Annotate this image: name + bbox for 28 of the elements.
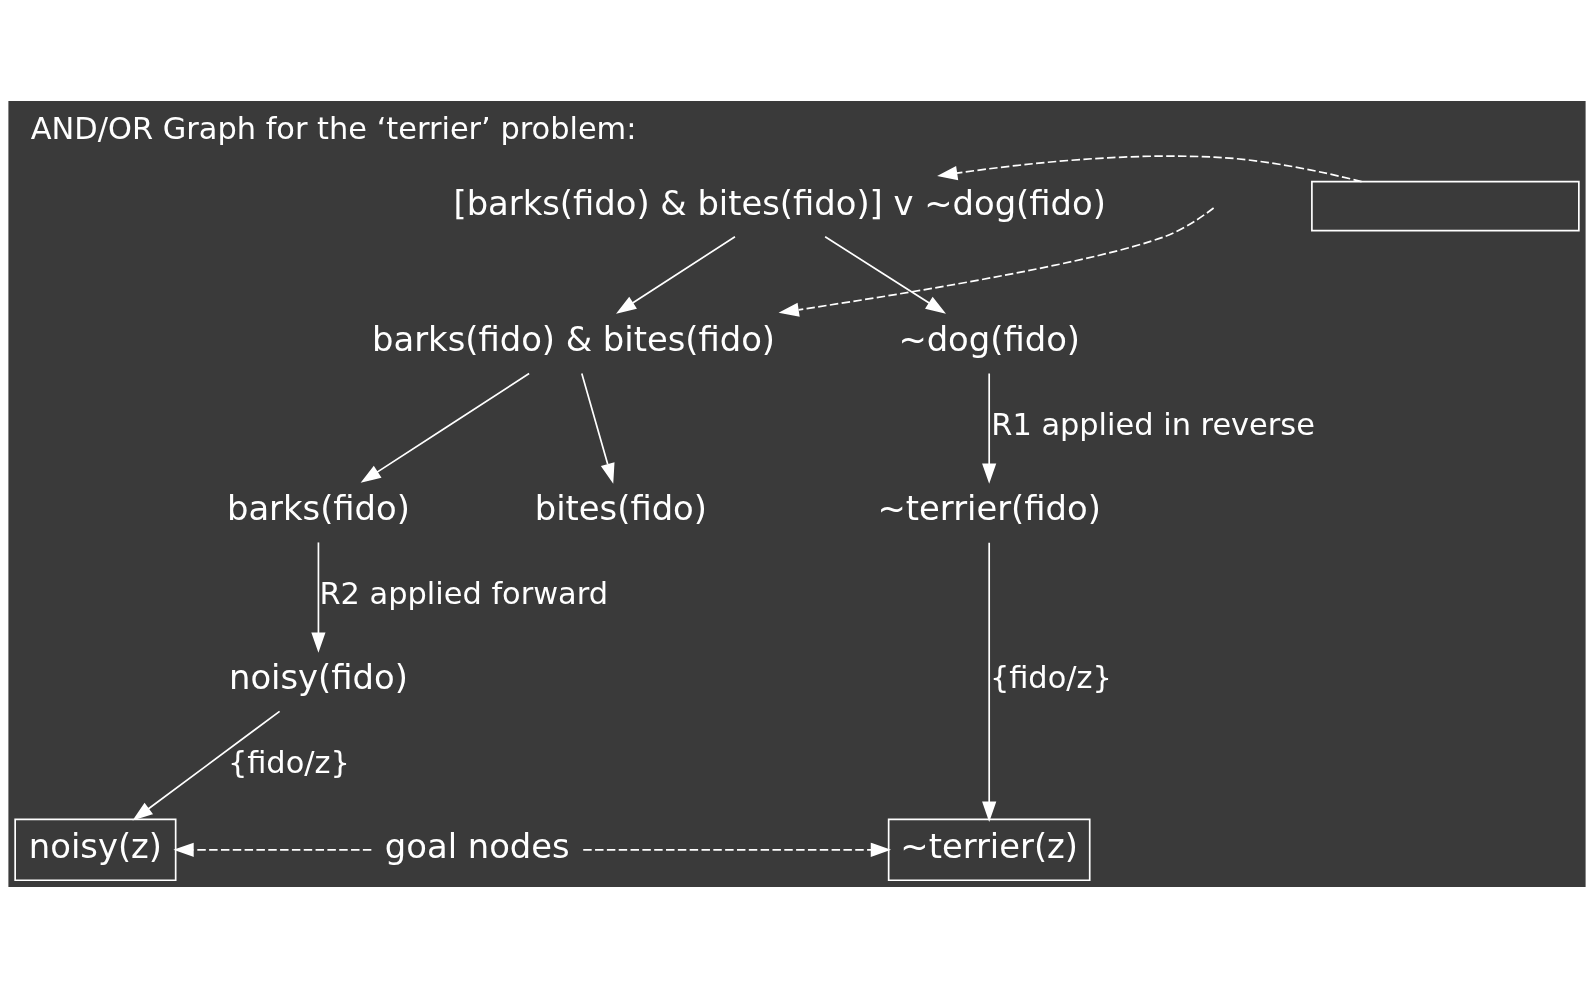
node-box: ~terrier(z) — [887, 818, 1091, 881]
node-text: bites(fido) — [534, 488, 707, 528]
arrow — [132, 710, 281, 821]
arrow — [982, 372, 997, 484]
arrow — [580, 372, 615, 484]
arrow — [360, 372, 530, 483]
arrow — [616, 235, 736, 314]
edge-label: R2 applied forward — [319, 575, 608, 611]
edge-label: {fido/z} — [227, 744, 350, 780]
node-text: [barks(fido) & bites(fido)] v ~dog(fido) — [453, 183, 1106, 223]
node-text: barks(fido) — [226, 488, 410, 528]
node-text: ~terrier(fido) — [877, 488, 1101, 528]
node-box: noisy(z) — [14, 818, 177, 881]
node-text: noisy(fido) — [229, 657, 408, 697]
arrow — [824, 235, 946, 314]
arrow — [311, 541, 326, 653]
node-box — [1311, 180, 1580, 231]
diagram-title: AND/OR Graph for the ‘terrier’ problem: — [30, 110, 637, 146]
node-text: goal nodes — [384, 826, 570, 866]
arrow — [937, 154, 1363, 182]
arrow — [778, 206, 1215, 317]
edge-label: {fido/z} — [989, 659, 1112, 695]
edge-label: R1 applied in reverse — [991, 406, 1315, 442]
arrow — [982, 541, 997, 822]
arrow — [582, 842, 892, 857]
node-text: ~dog(fido) — [898, 319, 1080, 359]
arrow — [173, 842, 373, 857]
node-text: barks(fido) & bites(fido) — [372, 319, 776, 359]
